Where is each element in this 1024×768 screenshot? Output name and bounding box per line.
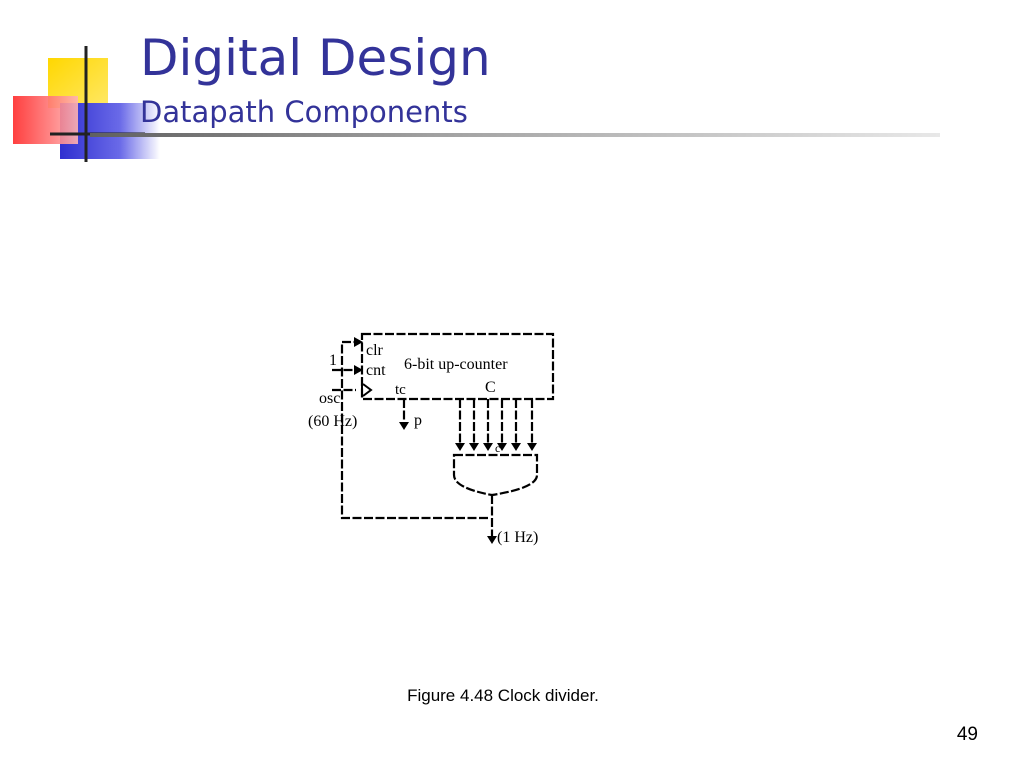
title-divider xyxy=(90,133,940,137)
one-input-label: 1 xyxy=(329,352,337,369)
arrow-icon xyxy=(511,443,521,451)
arrow-icon xyxy=(399,422,409,430)
output-frequency-label: (1 Hz) xyxy=(497,529,538,546)
slide-title: Digital Design xyxy=(140,29,491,87)
arrow-icon xyxy=(527,443,537,451)
feedback-wire xyxy=(340,340,488,520)
clock-divider-diagram: clr cnt 6-bit up-counter C tc 1 osc (60 … xyxy=(308,332,555,546)
osc-label: osc xyxy=(319,390,340,407)
arrow-icon xyxy=(354,337,363,347)
osc-frequency-label: (60 Hz) xyxy=(308,413,357,430)
arrow-icon xyxy=(483,443,493,451)
arrow-icon xyxy=(455,443,465,451)
clr-label: clr xyxy=(366,342,384,359)
counter-output-label: C xyxy=(485,379,496,396)
and-gate-label: c xyxy=(495,441,500,455)
counter-label: 6-bit up-counter xyxy=(404,356,508,373)
tc-label: tc xyxy=(395,382,406,398)
arrow-icon xyxy=(354,365,363,375)
arrow-icon xyxy=(469,443,479,451)
cnt-label: cnt xyxy=(366,362,386,379)
clock-input-icon xyxy=(362,383,373,397)
slide-subtitle: Datapath Components xyxy=(140,95,468,129)
page-number: 49 xyxy=(956,724,978,745)
slide-logo-icon xyxy=(13,46,160,162)
p-label: p xyxy=(414,412,422,429)
arrow-icon xyxy=(487,536,497,544)
arrow-icon xyxy=(497,443,507,451)
and-gate xyxy=(452,453,539,497)
figure-caption: Figure 4.48 Clock divider. xyxy=(407,686,599,705)
counter-box xyxy=(360,332,555,401)
